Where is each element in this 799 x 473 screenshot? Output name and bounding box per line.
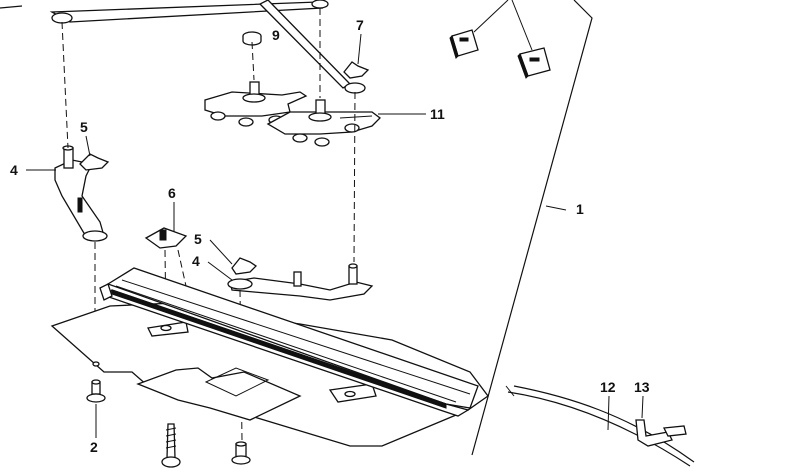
- label-part-5-left: 5: [80, 119, 88, 135]
- plug-housing-upper: [449, 29, 479, 59]
- label-part-4-left: 4: [10, 162, 18, 178]
- cable-12: [505, 385, 695, 467]
- screw: [161, 423, 181, 468]
- plug-housing-lower: [517, 47, 551, 79]
- label-part-6: 6: [168, 185, 176, 201]
- bracket-plate-right: [266, 99, 381, 147]
- label-part-4-middle: 4: [192, 253, 200, 269]
- lever-4-left: [54, 145, 108, 242]
- clip-5-right: [231, 257, 258, 275]
- lever-4-middle: [227, 263, 374, 301]
- label-part-9: 9: [272, 27, 280, 43]
- label-part-5-right: 5: [194, 231, 202, 247]
- clip-6: [144, 227, 188, 249]
- guide-rail: [99, 267, 479, 417]
- label-part-12: 12: [600, 379, 616, 395]
- label-part-2: 2: [90, 439, 98, 455]
- bushing-2: [86, 361, 106, 403]
- leader-lines: [26, 33, 644, 438]
- label-part-11: 11: [430, 106, 445, 122]
- clip-7: [343, 61, 370, 94]
- bolt: [231, 441, 251, 465]
- part-labels: 1 2 4 4 5 5 6 7 9 11 12 13: [10, 17, 650, 455]
- label-part-7: 7: [356, 17, 364, 33]
- clip-5-left: [79, 153, 110, 171]
- bracket-plate-left: [204, 81, 308, 127]
- top-linkage: [0, 0, 352, 89]
- label-part-1: 1: [576, 201, 584, 217]
- cable-sheath-1: [471, 0, 593, 456]
- base-plate: [50, 301, 489, 447]
- clamp-13: [635, 419, 687, 447]
- label-part-13: 13: [634, 379, 650, 395]
